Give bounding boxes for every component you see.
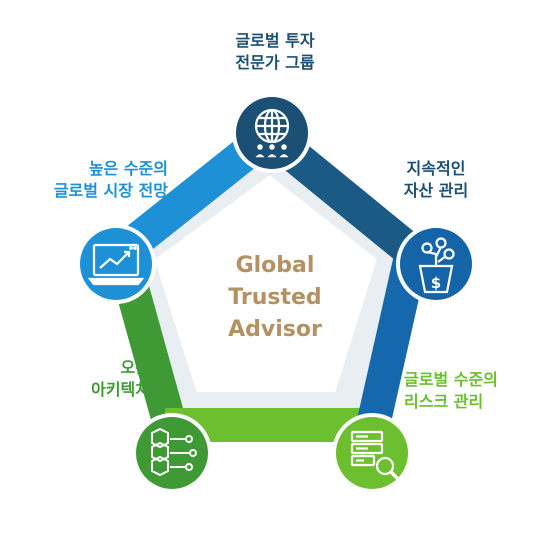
node-bottom-left-label-line-1: 오픈 (120, 358, 150, 377)
node-left-label-line-1: 높은 수준의 (88, 159, 168, 178)
chart-monitor-icon (87, 243, 145, 286)
node-bottom-left-label: 오픈 아키텍쳐 (40, 357, 150, 401)
node-bottom-right-label: 글로벌 수준의 리스크 관리 (404, 369, 544, 413)
node-top (232, 93, 312, 173)
node-bottom-left (132, 413, 212, 493)
money-plant-pot-icon: $ (418, 237, 455, 294)
node-left-label-line-2: 글로벌 시장 전망 (53, 181, 168, 200)
node-top-label-line-1: 글로벌 투자 (235, 31, 315, 50)
center-title-line-1: Global (235, 253, 315, 278)
node-right-label-line-2: 자산 관리 (403, 181, 469, 200)
center-title: Global Trusted Advisor (190, 250, 360, 346)
center-title-line-3: Advisor (228, 317, 322, 342)
globe-people-icon (252, 108, 292, 159)
blocks-network-icon (151, 427, 197, 477)
node-bottom-right-label-line-1: 글로벌 수준의 (404, 370, 498, 389)
svg-text:$: $ (431, 274, 441, 292)
node-right-label-line-1: 지속적인 (406, 159, 466, 178)
node-top-label-line-2: 전문가 그룹 (235, 53, 315, 72)
node-bottom-left-label-line-2: 아키텍쳐 (91, 380, 150, 399)
node-right: $ (396, 224, 476, 304)
server-magnifier-icon (350, 430, 400, 481)
center-title-line-2: Trusted (228, 285, 322, 310)
node-bottom-right-label-line-2: 리스크 관리 (404, 392, 484, 411)
node-left (76, 224, 156, 304)
node-right-label: 지속적인 자산 관리 (366, 158, 506, 202)
node-bottom-right (332, 413, 412, 493)
node-top-label: 글로벌 투자 전문가 그룹 (175, 30, 375, 74)
node-left-label: 높은 수준의 글로벌 시장 전망 (18, 158, 168, 202)
